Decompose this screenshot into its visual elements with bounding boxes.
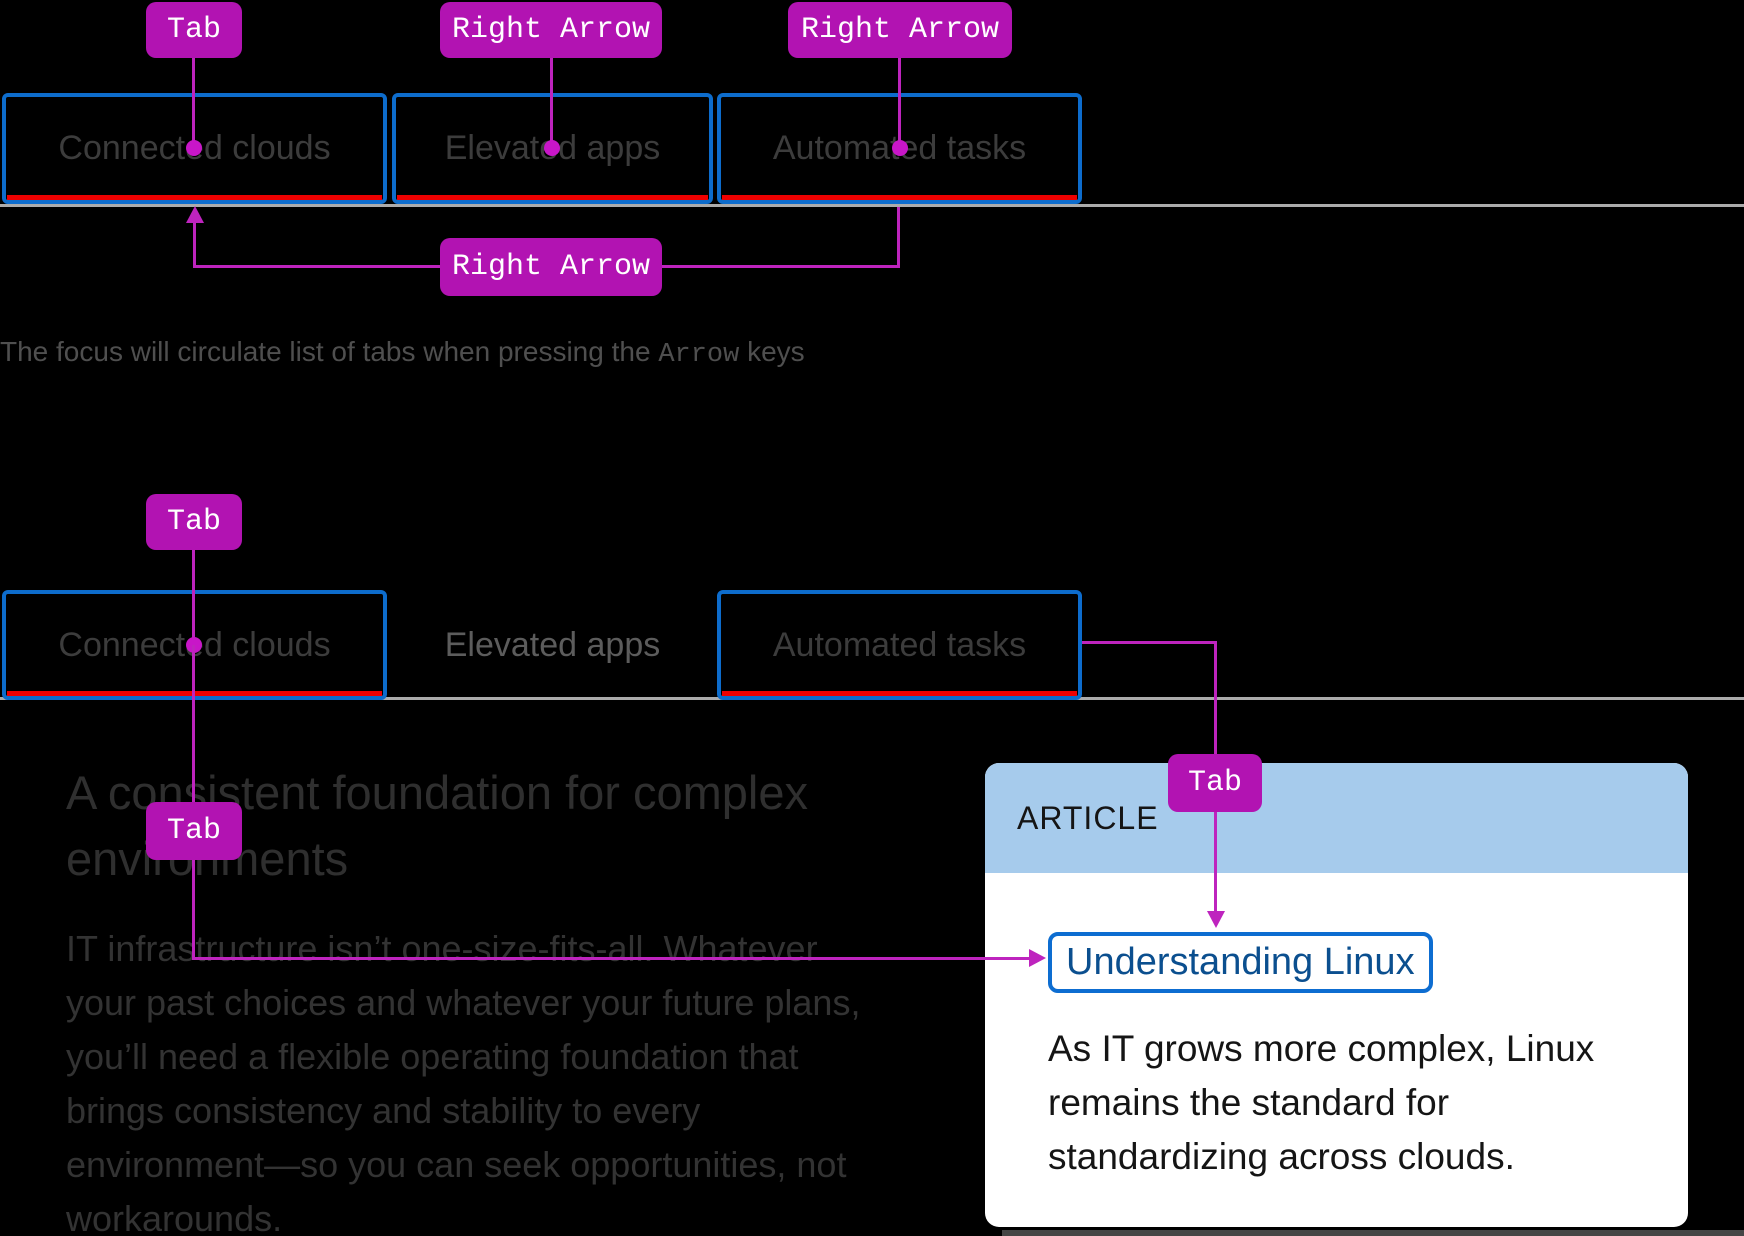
tab-underline <box>722 195 1077 200</box>
tab-underline <box>7 195 382 200</box>
tab-elevated-apps-2[interactable]: Elevated apps <box>392 590 713 700</box>
tab-underline <box>722 691 1077 696</box>
leader-line <box>898 56 901 148</box>
connector-a-horizontal <box>192 957 1030 960</box>
key-badge-right-arrow-1: Right Arrow <box>440 2 662 58</box>
key-badge-tab-card: Tab <box>1168 754 1262 812</box>
loop-line-right-vertical <box>897 207 900 268</box>
tab-label: Elevated apps <box>444 625 661 664</box>
loop-line-left-vertical <box>193 221 196 268</box>
article-card-header: ARTICLE <box>985 763 1688 873</box>
tab-underline <box>397 195 708 200</box>
tab-label: Automated tasks <box>772 625 1027 664</box>
leader-line <box>192 56 195 148</box>
connector-b-vertical-lower <box>1214 810 1217 913</box>
focus-dot <box>892 140 908 156</box>
focus-dot <box>186 140 202 156</box>
leader-line <box>550 56 553 148</box>
caption-text: The focus will circulate list of tabs wh… <box>0 336 805 370</box>
tab-automated-tasks-2[interactable]: Automated tasks <box>717 590 1082 700</box>
tabs-baseline-1 <box>0 204 1744 207</box>
connector-b-vertical-upper <box>1214 641 1217 757</box>
leader-line <box>192 548 195 645</box>
connector-b-arrowhead-down-icon <box>1207 911 1225 928</box>
key-badge-right-arrow-loop: Right Arrow <box>440 238 662 296</box>
caption-before: The focus will circulate list of tabs wh… <box>0 336 659 367</box>
viewport-bottom-edge <box>1002 1230 1744 1236</box>
connector-a-arrowhead-right-icon <box>1029 949 1046 967</box>
key-badge-right-arrow-2: Right Arrow <box>788 2 1012 58</box>
key-badge-tab: Tab <box>146 2 242 58</box>
key-badge-tab-content: Tab <box>146 802 242 860</box>
connector-b-horizontal <box>1082 641 1217 644</box>
loop-arrowhead-up-icon <box>186 206 204 223</box>
page-paragraph: IT infrastructure isn’t one-size-fits-al… <box>66 928 861 1236</box>
focus-dot <box>544 140 560 156</box>
article-description: As IT grows more complex, Linux remains … <box>1048 1028 1595 1177</box>
article-card: ARTICLE Understanding Linux As IT grows … <box>985 763 1688 1227</box>
understanding-linux-link[interactable]: Understanding Linux <box>1048 932 1433 993</box>
key-badge-tab-2: Tab <box>146 494 242 550</box>
caption-after: keys <box>739 336 805 367</box>
article-eyebrow: ARTICLE <box>1017 799 1159 836</box>
caption-code: Arrow <box>658 340 740 370</box>
